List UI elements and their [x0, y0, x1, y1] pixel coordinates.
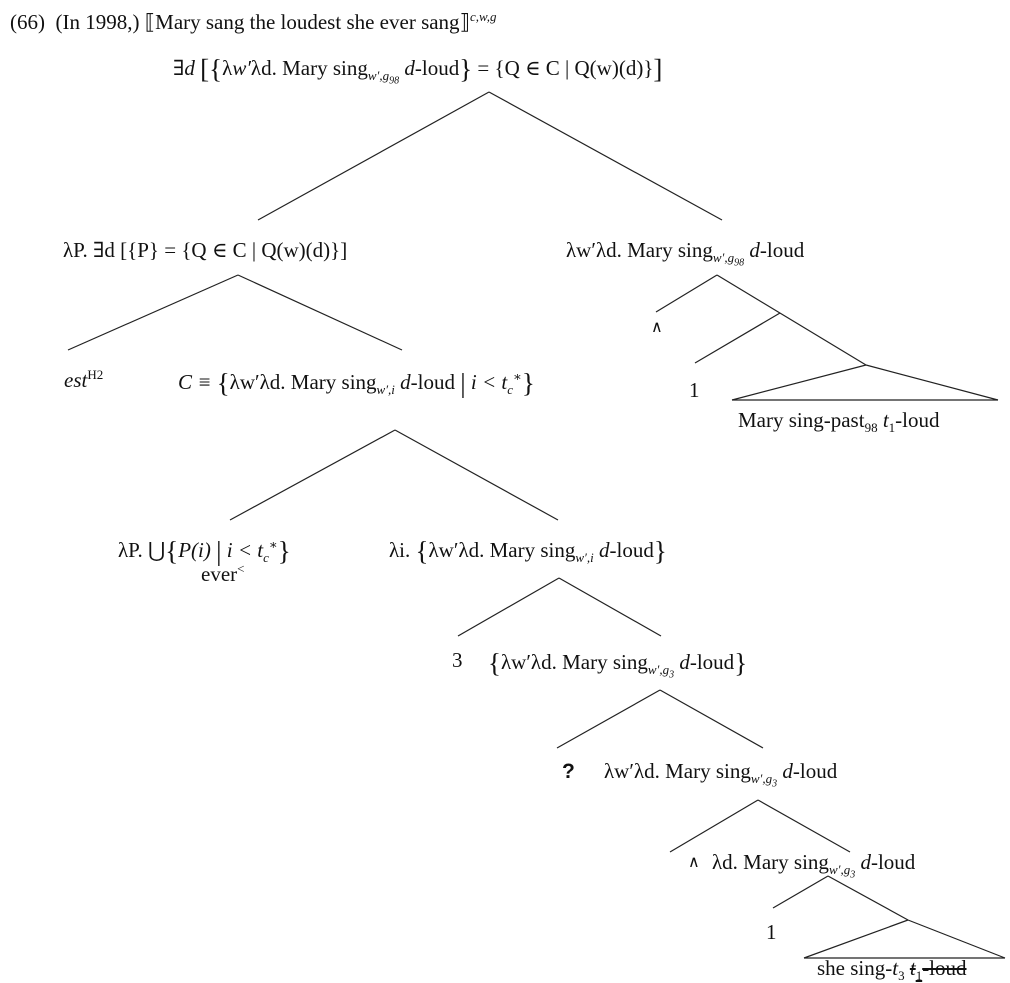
exists-symbol: ∃: [173, 56, 185, 80]
branch-c-ever: [229, 429, 396, 521]
branch-lw-ld: [757, 799, 851, 853]
branch-li-three: [457, 577, 560, 637]
root-node: ∃d [{λw′λd. Mary singw′,g98 d-loud} = {Q…: [173, 54, 663, 87]
open-bracket-big: [: [200, 54, 210, 84]
node-est: estH2: [64, 367, 104, 392]
ever-label: ever<: [201, 561, 245, 586]
node-lambda-i: λi. {λw′λd. Mary singw′,i d-loud}: [389, 536, 667, 566]
terminal-mary-sing-past: Mary sing-past98 t1-loud: [738, 408, 940, 436]
close-bracket: ⟧: [459, 10, 470, 34]
branch-ld-triangle: [827, 875, 909, 921]
branch-right-inner: [716, 274, 867, 366]
branch-ld-one: [772, 875, 829, 909]
example-number: (66): [10, 10, 45, 34]
triangle-bottom-left: [803, 919, 909, 959]
branch-root-left: [257, 91, 490, 221]
caret-top: ∧: [651, 319, 663, 336]
branch-right-caret: [655, 274, 718, 313]
branch-li-set: [558, 577, 662, 637]
example-heading: (66) (In 1998,) ⟦Mary sang the loudest s…: [10, 9, 497, 34]
branch-c-lambda-i: [394, 429, 559, 521]
branch-left-c: [237, 274, 403, 351]
node-c-definition: C ≡ {λw′λd. Mary singw′,i d-loud | i < t…: [178, 368, 535, 398]
branch-set-question: [556, 689, 661, 749]
node-lambda-p-exists: λP. ∃d [{P} = {Q ∈ C | Q(w)(d)}]: [63, 238, 348, 262]
example-sentence: Mary sang the loudest she ever sang: [155, 10, 460, 34]
branch-root-right: [488, 91, 723, 221]
node-lambda-p-union: λP. ⋃{P(i) | i < tc∗}: [118, 536, 291, 566]
branch-left-est: [67, 274, 239, 351]
triangle-top-left: [731, 364, 867, 401]
example-prefix: (In 1998,): [55, 10, 140, 34]
branch-inner-one: [694, 312, 781, 364]
node-set-g3: {λw′λd. Mary singw′,g3 d-loud}: [488, 648, 748, 681]
root-rhs: = {Q ∈ C | Q(w)(d)}: [477, 56, 654, 80]
branch-lw-caret: [669, 799, 759, 853]
triangle-top-right: [865, 364, 999, 401]
triangle-bottom-right: [907, 919, 1006, 959]
node-lw-g3: λw′λd. Mary singw′,g3 d-loud: [604, 759, 838, 790]
terminal-she-sing: she sing-t3 t1-loud: [817, 956, 967, 983]
branch-set-lw: [659, 689, 764, 749]
caret-bottom: ∧: [688, 854, 700, 871]
denotation-superscript: c,w,g: [469, 9, 497, 24]
open-bracket: ⟦: [144, 10, 156, 34]
node-ld-g3: λd. Mary singw′,g3 d-loud: [712, 850, 916, 881]
index-three: 3: [452, 648, 463, 672]
question-mark: ?: [562, 760, 575, 783]
struck-trace: t1-loud: [909, 956, 967, 983]
index-one-top: 1: [689, 378, 700, 402]
node-lw-g98: λw′λd. Mary singw′,g98 d-loud: [566, 238, 805, 269]
index-one-bottom: 1: [766, 920, 777, 944]
